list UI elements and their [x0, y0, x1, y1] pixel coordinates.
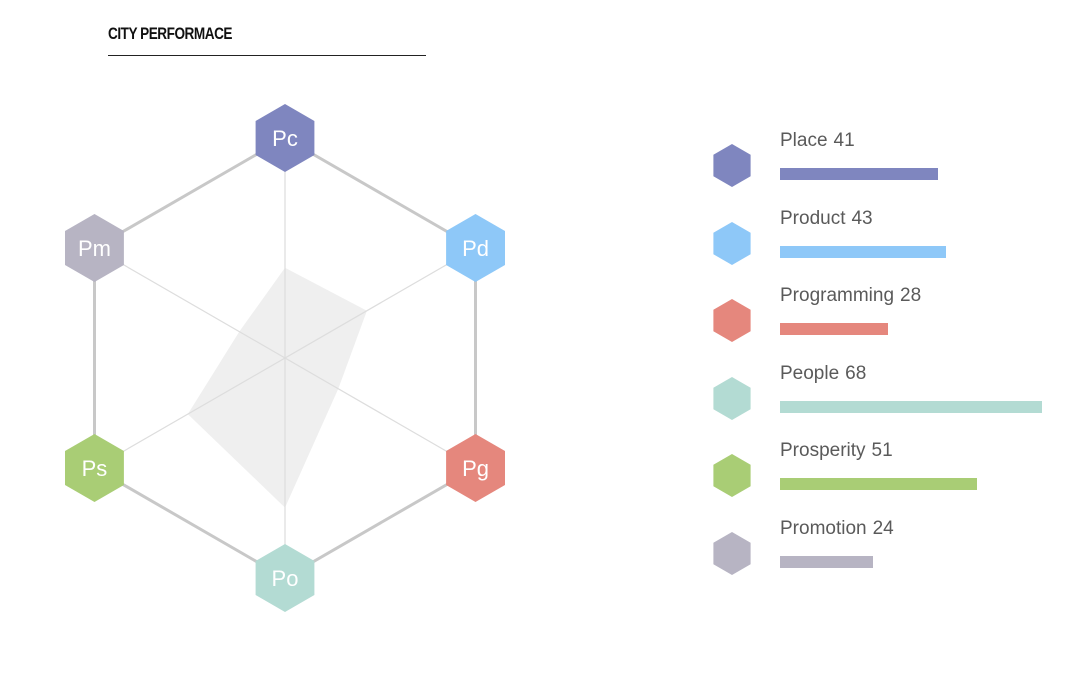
legend-name: Programming: [780, 285, 895, 306]
legend-name: Product: [780, 207, 846, 229]
axis-marker-pd: [446, 214, 505, 282]
legend-bar: [780, 245, 946, 258]
legend-name: Promotion: [780, 517, 867, 539]
legend-hexagon-icon: [713, 531, 751, 575]
axis-marker-po: [255, 544, 315, 612]
chart-title-block: CITY PERFORMACE: [108, 24, 426, 56]
legend-value: 51: [871, 440, 893, 461]
axis-marker-pg: [446, 434, 505, 502]
axis-label-pd: Pd: [462, 236, 489, 261]
legend-bar: [780, 400, 1042, 413]
legend-value: 41: [833, 130, 855, 151]
axis-label-pg: Pg: [462, 456, 489, 481]
axis-label-ps: Ps: [82, 456, 108, 481]
legend-value: 43: [851, 207, 873, 229]
legend-hexagon-icon: [713, 144, 751, 187]
chart-title: CITY PERFORMACE: [108, 24, 233, 43]
legend-name: People: [780, 362, 840, 384]
legend-name: Prosperity: [780, 440, 866, 461]
legend-bar: [780, 555, 873, 568]
legend-value: 24: [872, 517, 894, 539]
legend-hexagon-icon: [713, 454, 751, 497]
axis-marker-pm: [65, 214, 124, 282]
legend-value: 68: [845, 362, 867, 384]
radar-data-area: [187, 267, 367, 508]
axis-marker-ps: [65, 434, 124, 502]
legend-bar: [780, 323, 888, 335]
legend-hexagon-icon: [713, 376, 751, 420]
legend-bar: [780, 168, 938, 180]
radar-spoke: [94, 247, 476, 469]
legend-bar: [780, 478, 977, 490]
legend-value: 28: [900, 285, 922, 306]
axis-label-pm: Pm: [78, 236, 111, 261]
legend-hexagon-icon: [713, 221, 751, 265]
axis-label-pc: Pc: [272, 126, 298, 151]
legend-name: Place: [780, 130, 828, 151]
axis-label-po: Po: [272, 566, 299, 591]
legend-hexagon-icon: [713, 299, 751, 342]
axis-marker-pc: [255, 104, 315, 172]
